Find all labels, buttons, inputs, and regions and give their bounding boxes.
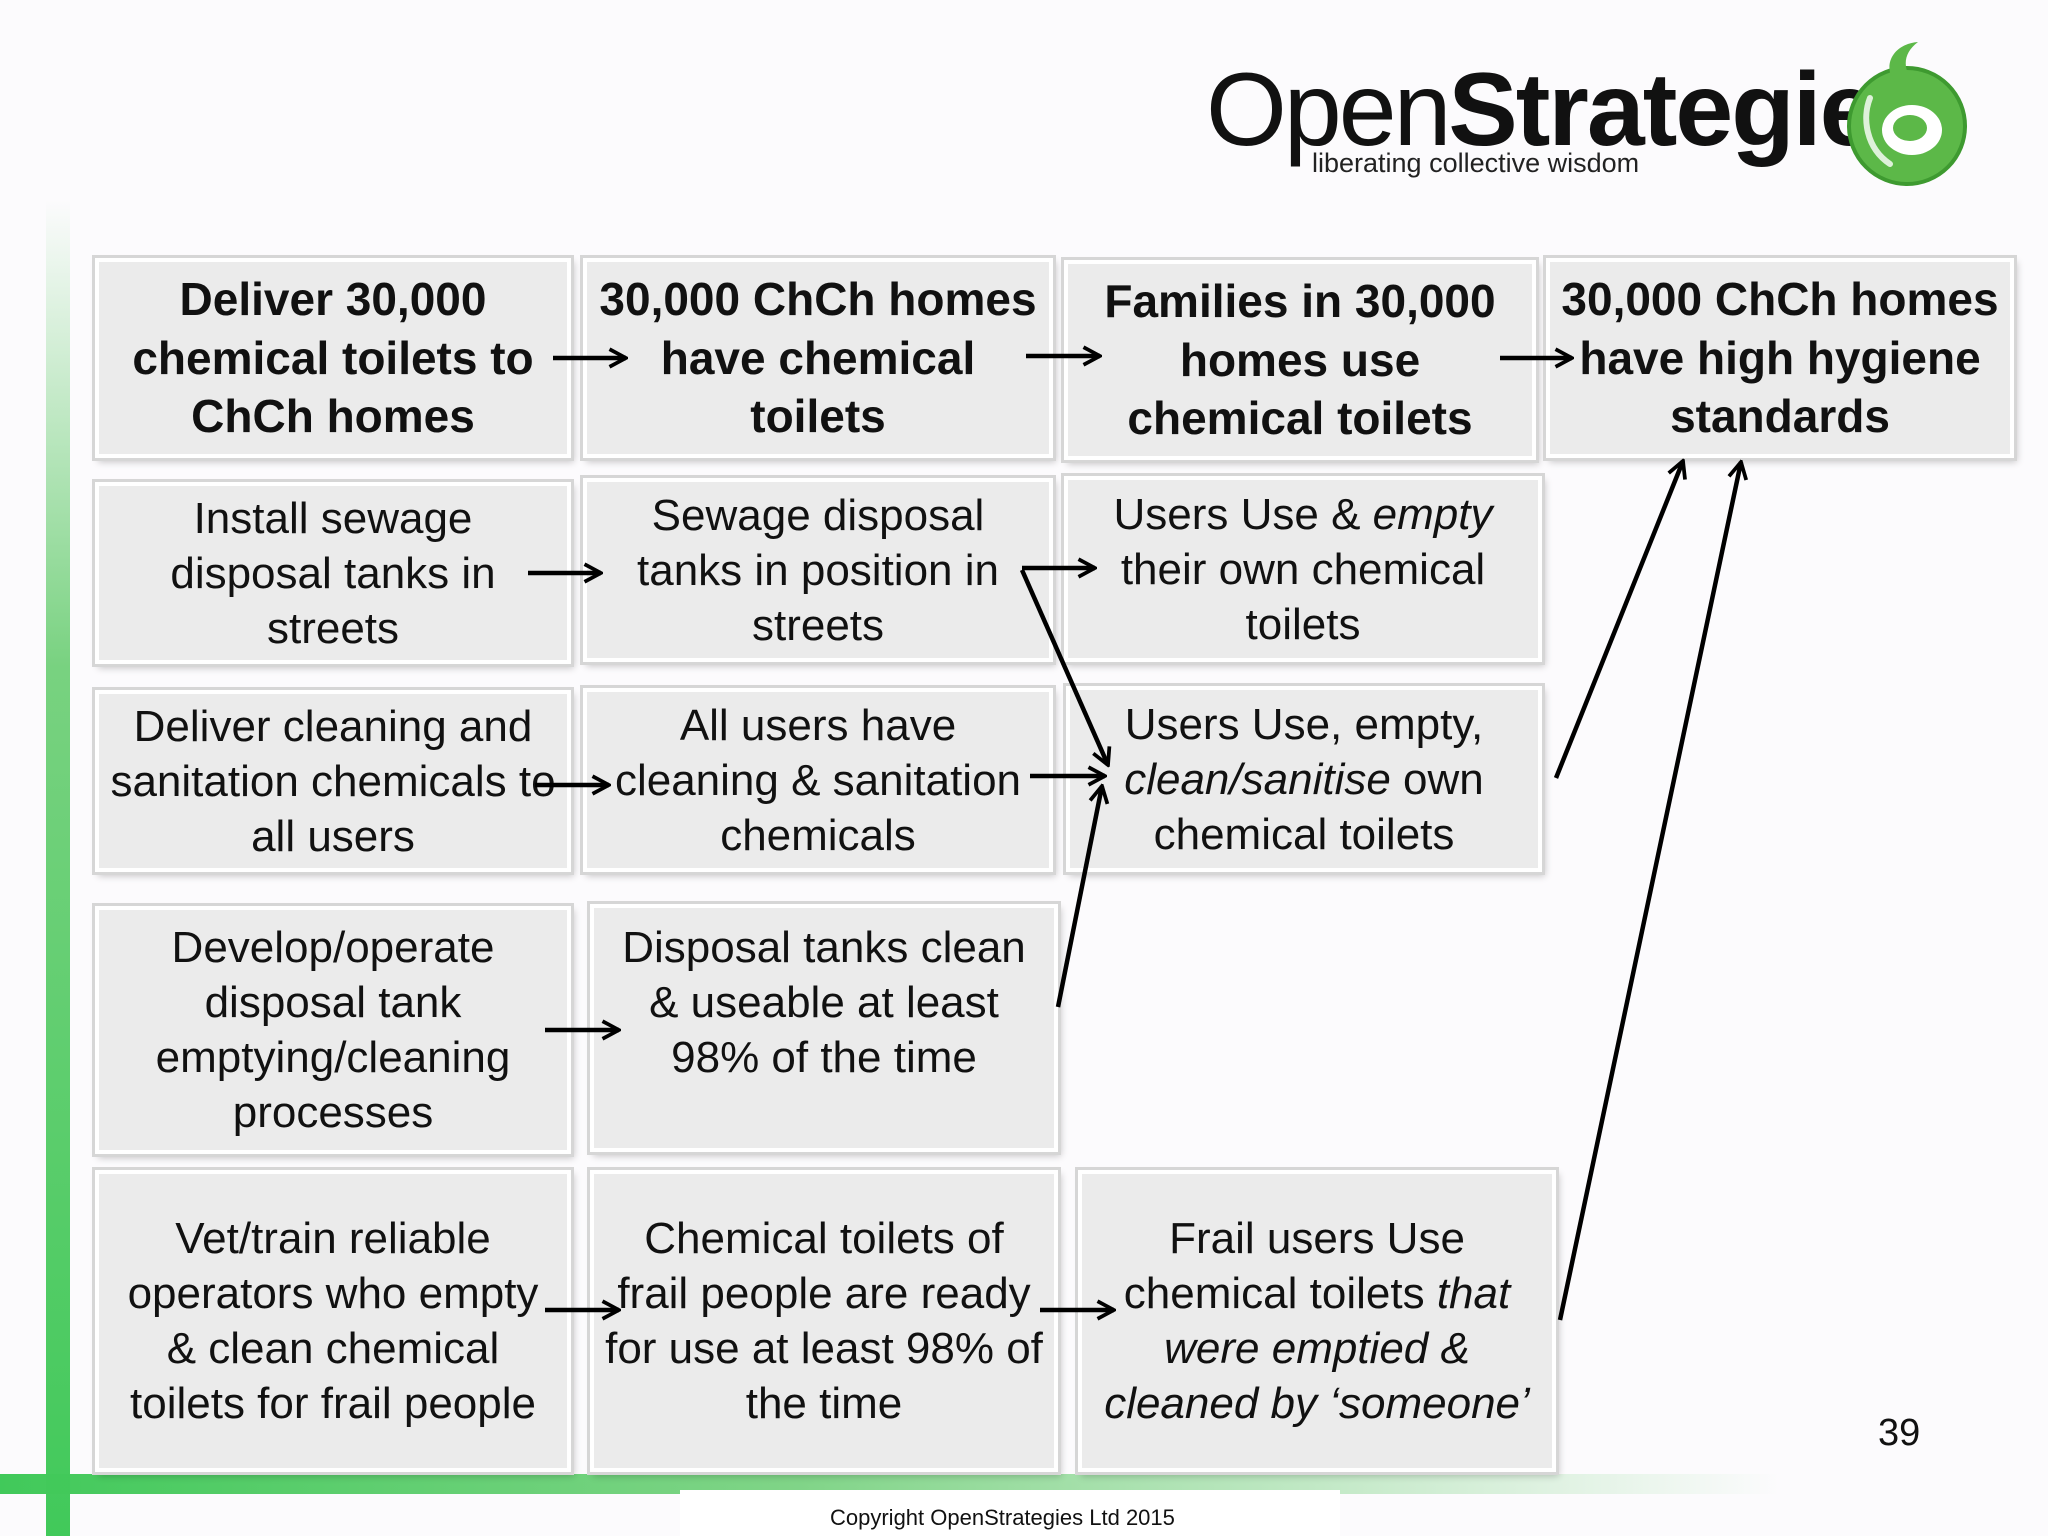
box-users-sanitise: Users Use, empty, clean/sanitise own che… [1066, 686, 1542, 872]
box-tanks-in-position-text: Sewage disposal tanks in position in str… [637, 490, 999, 650]
box-frail-users-use-text: Frail users Use chemical toilets that we… [1092, 1211, 1542, 1431]
box-families-use-toilets: Families in 30,000 homes use chemical to… [1064, 260, 1536, 460]
frail-users-text-part1: Frail users Use chemical toilets [1123, 1214, 1465, 1318]
box-users-have-chemicals-text: All users have cleaning & sanitation che… [614, 700, 1022, 860]
users-sanitise-text-part1: Users Use, empty, [1124, 699, 1484, 749]
box-users-use-empty-text: Users Use & empty their own chemical toi… [1078, 487, 1528, 652]
copyright-notice: Copyright OpenStrategies Ltd 2015 [830, 1505, 1175, 1530]
box-users-use-empty: Users Use & empty their own chemical toi… [1064, 476, 1542, 662]
box-users-have-chemicals: All users have cleaning & sanitation che… [583, 688, 1053, 872]
users-sanitise-text-part2: own chemical toilets [1153, 754, 1484, 859]
box-frail-users-use: Frail users Use chemical toilets that we… [1078, 1170, 1556, 1472]
box-tanks-in-position: Sewage disposal tanks in position in str… [583, 478, 1053, 662]
frail-users-text-emphasis: that were emptied & cleaned by ‘someone’ [1104, 1269, 1530, 1428]
logo-name-light: Open [1206, 52, 1451, 168]
arrow-sanitise-to-hygiene [1553, 461, 1683, 779]
swirl-logo-icon [1847, 42, 1967, 186]
box-deliver-chemicals-text: Deliver cleaning and sanitation chemical… [110, 701, 556, 861]
box-develop-processes-text: Develop/operate disposal tank emptying/c… [155, 923, 511, 1137]
box-homes-have-toilets-text: 30,000 ChCh homes have chemical toilets [599, 273, 1037, 443]
box-develop-processes: Develop/operate disposal tank emptying/c… [95, 906, 571, 1154]
box-frail-toilets-ready: Chemical toilets of frail people are rea… [590, 1170, 1058, 1472]
box-deliver-chemicals: Deliver cleaning and sanitation chemical… [95, 690, 571, 872]
box-deliver-toilets-text: Deliver 30,000 chemical toilets to ChCh … [132, 273, 534, 443]
box-tanks-clean-text: Disposal tanks clean & useable at least … [622, 923, 1026, 1082]
openstrategies-logo: OpenStrategies liberating collective wis… [1200, 38, 1980, 188]
box-tanks-clean: Disposal tanks clean & useable at least … [590, 904, 1058, 1152]
arrow-frail-to-hygiene [1557, 462, 1741, 1321]
users-use-text-part2: their own chemical toilets [1120, 544, 1486, 649]
logo-tagline: liberating collective wisdom [1312, 148, 1640, 178]
box-deliver-toilets: Deliver 30,000 chemical toilets to ChCh … [95, 258, 571, 458]
users-use-text-emphasis: empty [1372, 489, 1493, 539]
box-high-hygiene: 30,000 ChCh homes have high hygiene stan… [1546, 258, 2014, 458]
box-vet-train-operators: Vet/train reliable operators who empty &… [95, 1170, 571, 1472]
page-number: 39 [1878, 1412, 1921, 1454]
box-frail-toilets-ready-text: Chemical toilets of frail people are rea… [605, 1214, 1043, 1428]
box-homes-have-toilets: 30,000 ChCh homes have chemical toilets [583, 258, 1053, 458]
box-families-use-toilets-text: Families in 30,000 homes use chemical to… [1104, 275, 1496, 445]
users-sanitise-text-emphasis: clean/sanitise [1124, 754, 1391, 804]
box-users-sanitise-text: Users Use, empty, clean/sanitise own che… [1080, 697, 1528, 862]
footer-strip [680, 1490, 1340, 1536]
box-install-tanks-text: Install sewage disposal tanks in streets [170, 493, 496, 653]
green-horizontal-bar [0, 1474, 1780, 1494]
box-high-hygiene-text: 30,000 ChCh homes have high hygiene stan… [1561, 273, 1999, 443]
logo-wordmark: OpenStrategies [1206, 58, 1933, 162]
box-install-tanks: Install sewage disposal tanks in streets [95, 482, 571, 664]
box-vet-train-operators-text: Vet/train reliable operators who empty &… [127, 1214, 539, 1428]
green-vertical-bar [46, 200, 70, 1536]
users-use-text-part1: Users Use & [1113, 489, 1373, 539]
